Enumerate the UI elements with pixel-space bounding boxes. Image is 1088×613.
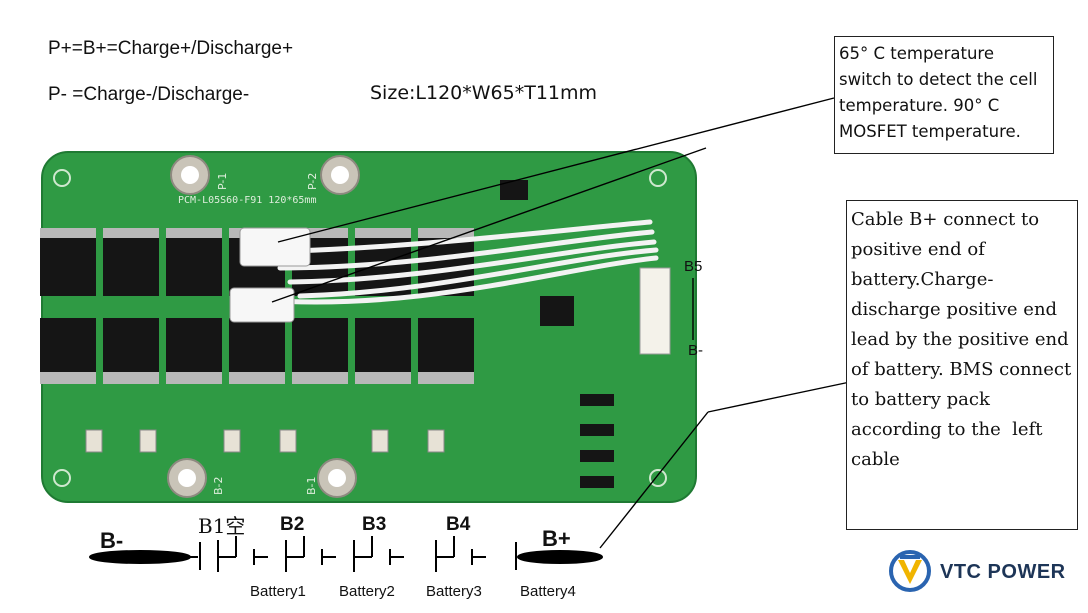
- battery-label-1: Battery1: [250, 583, 306, 600]
- temperature-sensor-2: [229, 287, 295, 323]
- wire-label-b3: B3: [362, 514, 387, 535]
- polarity-negative-text: P- =Charge-/Discharge-: [48, 84, 250, 105]
- pad-label-p2: P-2: [306, 173, 319, 190]
- battery-label-3: Battery3: [426, 583, 482, 600]
- pad-label-b2: B-2: [212, 476, 225, 495]
- mounting-holes: [53, 155, 667, 498]
- balance-connector: [639, 267, 671, 355]
- cable-bundle: [247, 219, 659, 305]
- wire-label-b-minus: B-: [100, 528, 124, 553]
- temperature-sensor-1: [239, 227, 311, 267]
- wire-label-b1: B1空: [198, 514, 246, 538]
- battery-label-2: Battery2: [339, 583, 395, 600]
- polarity-positive-text: P+=B+=Charge+/Discharge+: [48, 38, 294, 59]
- cable-connection-callout: Cable B+ connect to positive end of batt…: [846, 200, 1078, 530]
- connector-label-b5: B5: [684, 258, 703, 275]
- wire-label-b-plus: B+: [542, 526, 571, 551]
- pad-label-p1: P-1: [216, 173, 229, 190]
- leader-lines: [271, 97, 851, 549]
- wire-label-b4: B4: [446, 514, 471, 535]
- smd-components: [85, 180, 614, 488]
- pcb-model-label: PCM-L05S60-F91 120*65mm: [178, 195, 316, 206]
- vtc-logo-icon: [889, 550, 931, 592]
- battery-label-4: Battery4: [520, 583, 576, 600]
- board-size-text: Size:L120*W65*T11mm: [370, 82, 598, 104]
- battery-wiring-schematic: [89, 536, 603, 572]
- pad-label-b1: B-1: [305, 476, 318, 495]
- temperature-switch-callout: 65° C temperature switch to detect the c…: [834, 36, 1054, 154]
- mosfet-row-bottom: [40, 318, 474, 384]
- wire-label-b2: B2: [280, 514, 305, 535]
- brand-name: VTC POWER: [940, 561, 1066, 583]
- connector-label-b-minus: B-: [688, 342, 703, 359]
